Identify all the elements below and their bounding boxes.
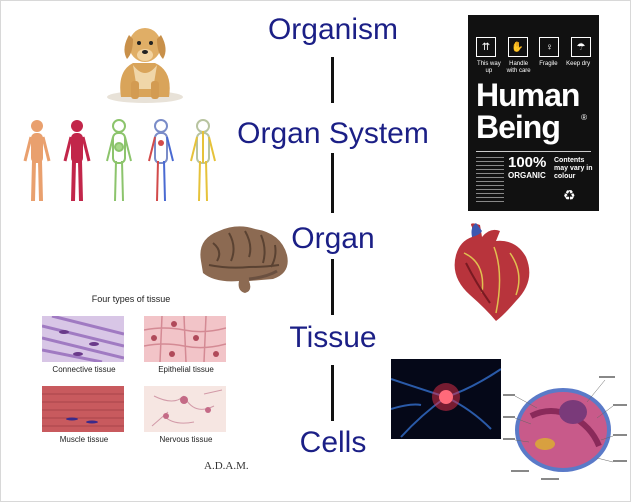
adam-credit: A.D.A.M.: [204, 460, 249, 472]
level-organism: Organism: [201, 13, 465, 47]
connective-tissue-image: [42, 316, 124, 362]
hb-icon-label: Keep dry: [563, 61, 593, 75]
connector-line: [331, 365, 334, 421]
tissue-samples-image: Four types of tissue Connective tissue E…: [36, 294, 261, 474]
hb-icon-label: This way up: [474, 61, 504, 75]
hb-percent: 100%: [508, 155, 546, 170]
arrows-up-icon: ⇈: [476, 37, 496, 57]
muscle-tissue-label: Muscle tissue: [34, 435, 134, 444]
hb-icon-label: Fragile: [534, 61, 564, 75]
organ-systems-figures-image: [19, 119, 229, 205]
epithelial-tissue-image: [144, 316, 226, 362]
connector-line: [331, 259, 334, 315]
connective-tissue-label: Connective tissue: [34, 365, 134, 374]
tissue-panel-title: Four types of tissue: [36, 294, 226, 304]
hb-title-line2: Being: [476, 111, 579, 143]
hb-title-line1: Human: [476, 79, 579, 111]
hb-icon-label: Handle with care: [504, 61, 534, 75]
hb-organic: ORGANIC: [508, 171, 546, 180]
glass-icon: ♀: [539, 37, 559, 57]
recycle-icon: ♻: [563, 187, 576, 204]
human-being-box-image: ⇈ ✋ ♀ ☂ This way up Handle with care Fra…: [468, 15, 599, 211]
connector-line: [331, 57, 334, 103]
epithelial-tissue-label: Epithelial tissue: [136, 365, 236, 374]
nervous-tissue-label: Nervous tissue: [136, 435, 236, 444]
connector-line: [331, 153, 334, 213]
dog-image: [103, 19, 187, 105]
neuron-image: [391, 359, 501, 439]
hb-contents-note: Contents may vary in colour: [554, 157, 596, 181]
divider: [476, 151, 591, 152]
level-organ-system: Organ System: [201, 117, 465, 151]
cell-diagram-image: [501, 366, 629, 486]
heart-image: [446, 223, 540, 323]
umbrella-icon: ☂: [571, 37, 591, 57]
registered-icon: ®: [581, 113, 587, 122]
nervous-tissue-image: [144, 386, 226, 432]
hands-icon: ✋: [508, 37, 528, 57]
brain-image: [193, 221, 293, 295]
hb-title: Human Being: [476, 79, 579, 143]
fine-print: [476, 157, 504, 205]
muscle-tissue-image: [42, 386, 124, 432]
